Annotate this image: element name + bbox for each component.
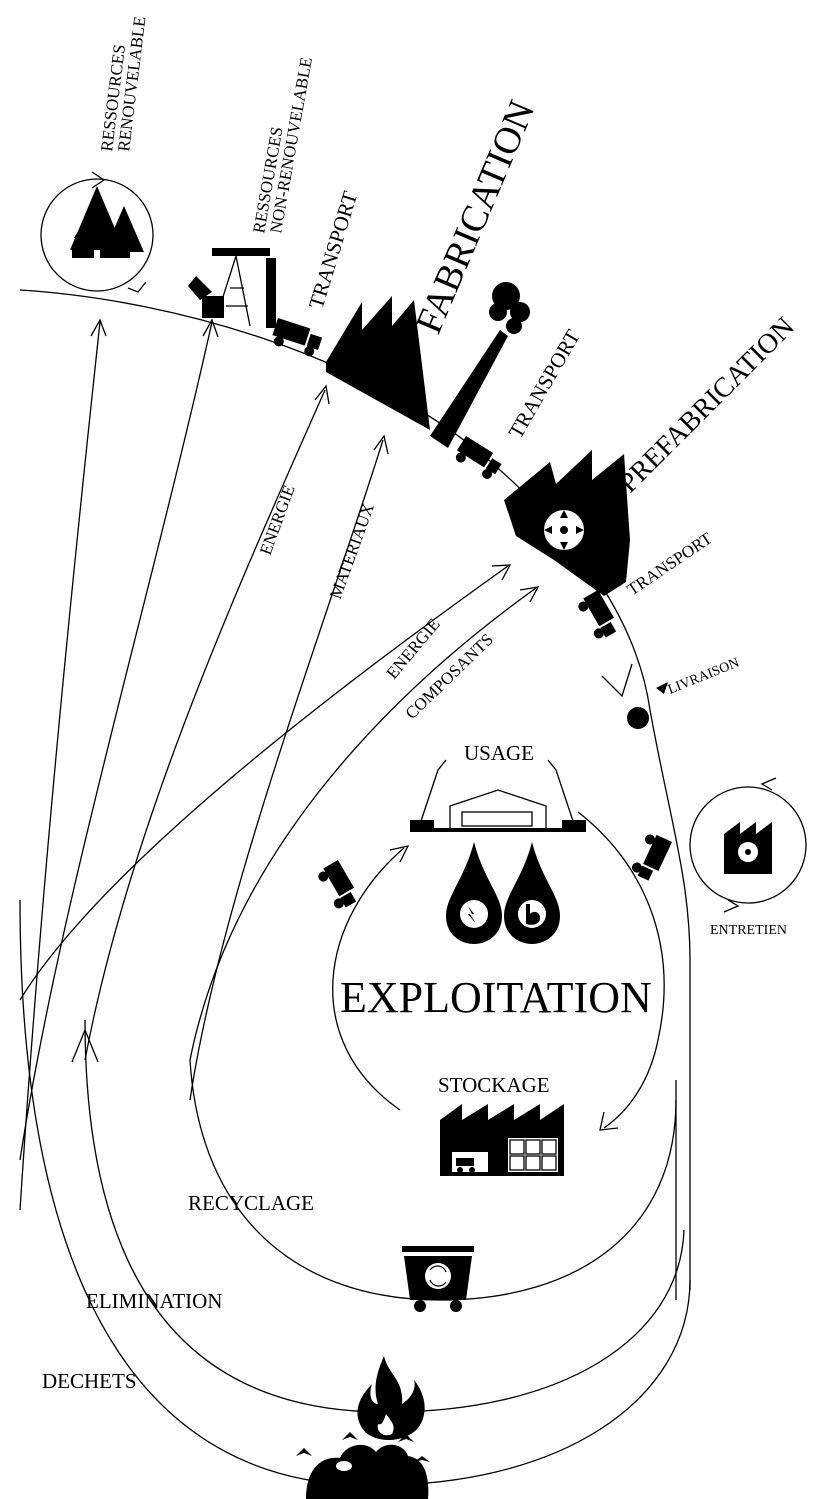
elimination-label: ELIMINATION [86,1289,222,1313]
usage-building-icon [410,759,586,832]
exploitation-label: EXPLOITATION [340,973,652,1022]
renouvelable-cycle-circle [40,178,154,292]
truck-icon-3 [578,590,617,639]
flow-line-energie-2 [19,565,509,1001]
arrowhead-energie [314,384,330,405]
stockage-label: STOCKAGE [438,1073,550,1097]
main-cycle-curve [19,289,691,1290]
usage-label: USAGE [464,741,534,765]
dechets-loop [19,899,691,1486]
livraison-dot [627,707,649,729]
truck-icon [272,318,323,357]
dechets-label: DECHETS [42,1369,137,1393]
flow-line-materiaux [189,439,384,1101]
transport-label-3: TRANSPORT [624,528,717,599]
elimination-loop [84,1019,685,1413]
truck-icon-right [631,834,672,881]
renouvelable-cycle-arrow-bottom [127,281,147,293]
exploitation-cycle-arc-top [577,811,665,1041]
livraison-pointer [656,682,668,694]
exploitation-arrowhead-top [389,845,410,863]
livraison-label: LIVRAISON [666,656,742,698]
energy-drop-icon-2 [504,842,560,944]
flow-line-non-renouvelable [19,321,213,1161]
factory-icon [326,282,530,448]
entretien-cycle-circle [689,786,807,904]
entretien-arrow-bottom [723,899,740,913]
energie-label-2: ENERGIE [383,615,444,683]
fire-icon [357,1356,425,1440]
entretien-factory-icon [724,822,772,874]
energy-drop-icon [446,842,502,944]
truck-icon-2 [455,436,502,479]
energie-label-1: ENERGIE [256,483,299,558]
flow-line-energie [84,389,326,1061]
arrowhead-composants [519,586,540,603]
renouvelable-cycle-arrow-top [91,171,106,189]
entretien-label: ENTRETIEN [710,923,787,938]
saw-blade-icon [544,510,584,550]
landfill-icon [296,1432,430,1499]
flow-line-composants [189,587,537,1061]
recycle-bin-icon [402,1246,474,1312]
materiaux-label: MATERIAUX [326,501,378,602]
arrowhead-livraison [601,663,633,698]
arrowhead-non-renouvelable [202,318,219,338]
arrowhead-elimination [71,1028,99,1063]
exploitation-cycle-arc-right [603,1039,659,1129]
arrowhead-renouvelable [90,318,107,337]
entretien-arrow-top [760,777,777,791]
arrowhead-materiaux [373,434,389,455]
exploitation-cycle-arc-left [332,847,405,1111]
exploitation-arrowhead-bottom [599,1111,619,1131]
oil-pump-icon [188,248,276,328]
tree-icon [70,186,144,264]
recyclage-label: RECYCLAGE [188,1191,314,1215]
transport-label-2: TRANSPORT [504,325,586,442]
truck-icon-left [318,860,357,909]
flow-line-renouvelable [19,321,101,1211]
warehouse-icon [440,1104,564,1176]
transport-label-1: TRANSPORT [304,188,362,311]
arrowhead-energie-2 [491,564,512,581]
prefab-factory-icon [504,450,630,596]
prefabrication-label: PREFABRICATION [613,311,801,499]
